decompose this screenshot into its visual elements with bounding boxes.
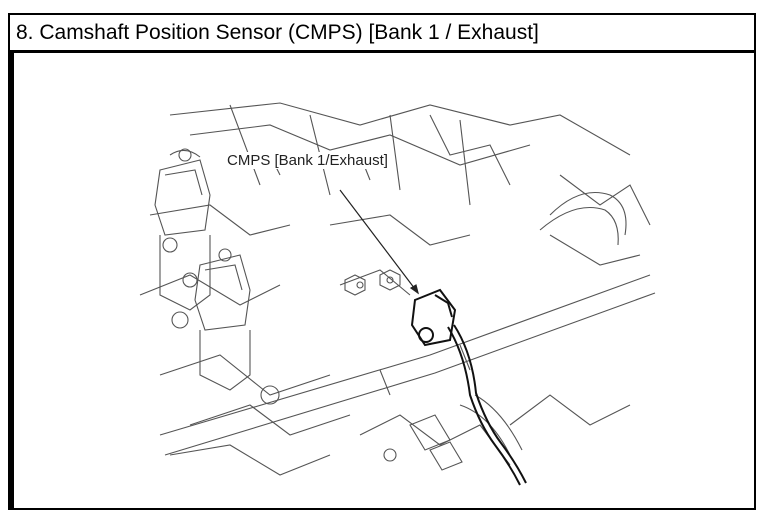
engine-line-drawing (139, 102, 656, 486)
section-title: 8. Camshaft Position Sensor (CMPS) [Bank… (16, 21, 539, 44)
engine-diagram: CMPS [Bank 1/Exhaust] (130, 95, 660, 500)
procedure-frame: 8. Camshaft Position Sensor (CMPS) [Bank… (8, 13, 756, 510)
frame-left-rule (10, 53, 14, 508)
sensor-callout-label: CMPS [Bank 1/Exhaust] (225, 152, 390, 169)
section-header: 8. Camshaft Position Sensor (CMPS) [Bank… (10, 15, 754, 53)
